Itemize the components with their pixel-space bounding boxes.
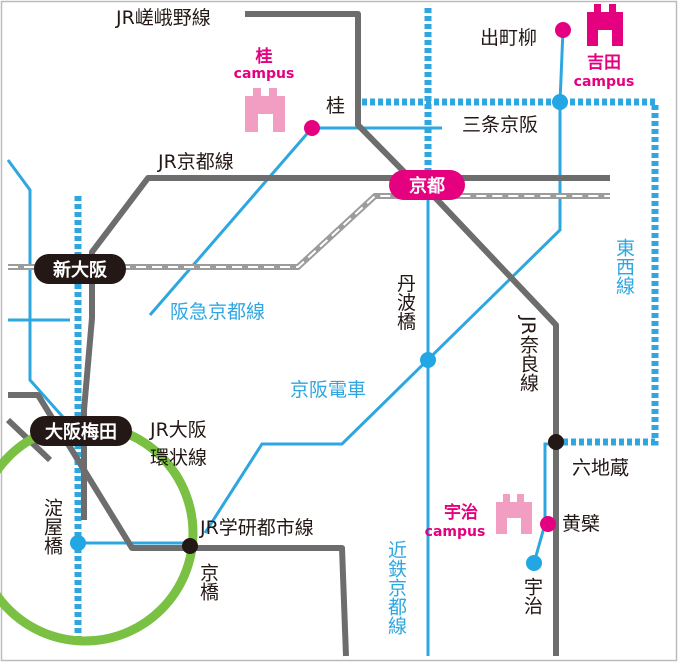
line-kintetsu-label: 近鉄京都線 <box>385 540 407 635</box>
line-jr-sagano-label: JR嵯峨野線 <box>115 7 211 29</box>
station-osaka-umeda-label: 大阪梅田 <box>45 421 117 443</box>
campus-uji-name: 宇治 <box>444 502 478 523</box>
line-tozai-label: 東西線 <box>613 238 635 295</box>
line-hankyu-kyoto-label: 阪急京都線 <box>170 301 265 323</box>
station-kyobashi-dot[interactable] <box>182 538 198 554</box>
station-tanbabashi-label: 丹波橋 <box>394 274 416 332</box>
private-lines <box>6 29 565 656</box>
west-line-1 <box>6 159 72 426</box>
station-dots <box>70 22 571 571</box>
station-demachiyanagi-label: 出町柳 <box>480 27 537 49</box>
campus-yoshida[interactable]: 吉田 campus <box>574 4 635 90</box>
campus-uji-label: campus <box>425 524 486 540</box>
station-shin-osaka-label: 新大阪 <box>53 259 108 281</box>
tozai-line <box>362 98 659 446</box>
station-yodoyabashi-dot[interactable] <box>70 535 86 551</box>
station-katsura-label: 桂 <box>326 95 345 117</box>
station-uji-label: 宇治 <box>521 577 543 615</box>
campus-katsura-building-icon <box>245 88 285 132</box>
line-jr-loop-label-2: 環状線 <box>150 447 207 469</box>
line-jr-loop-label-1: JR大阪 <box>149 419 207 441</box>
line-labels: JR嵯峨野線 JR京都線 阪急京都線 京阪電車 東西線 JR奈良線 JR大阪 環… <box>115 7 635 635</box>
campus-uji[interactable]: 宇治 campus <box>425 494 532 540</box>
station-obaku-dot[interactable] <box>540 516 556 532</box>
station-demachiyanagi-dot[interactable] <box>555 22 571 38</box>
station-kyobashi-label: 京橋 <box>197 563 219 602</box>
keihan-line <box>203 29 565 534</box>
station-rokujizo-label: 六地蔵 <box>572 457 629 479</box>
campus-yoshida-name: 吉田 <box>587 53 621 73</box>
jr-nara-line <box>425 187 559 656</box>
campus-katsura-name: 桂 <box>255 46 273 67</box>
station-katsura-dot[interactable] <box>304 120 320 136</box>
station-labels: 出町柳 桂 三条京阪 六地蔵 黄檗 丹波橋 淀屋橋 京橋 宇治 <box>41 27 629 615</box>
station-obaku-label: 黄檗 <box>562 513 600 535</box>
station-uji-dot[interactable] <box>526 555 542 571</box>
station-shin-osaka-pill[interactable]: 新大阪 <box>34 254 126 284</box>
campus-yoshida-building-icon <box>587 4 623 46</box>
station-yodoyabashi-label: 淀屋橋 <box>41 498 63 556</box>
campus-katsura-label: campus <box>234 66 295 82</box>
line-jr-nara-label: JR奈良線 <box>517 315 539 392</box>
hankyu-dashed <box>8 193 610 270</box>
station-tanbabashi-dot[interactable] <box>420 352 436 368</box>
line-jr-kyoto-label: JR京都線 <box>157 151 234 173</box>
station-sanjo-label: 三条京阪 <box>462 114 538 136</box>
jr-gakken-line <box>8 392 349 657</box>
station-osaka-umeda-pill[interactable]: 大阪梅田 <box>30 416 132 446</box>
campus-yoshida-label: campus <box>574 74 635 90</box>
station-rokujizo-dot[interactable] <box>548 434 564 450</box>
jr-sagano-line <box>245 11 418 186</box>
station-kyoto-pill[interactable]: 京都 <box>389 170 465 200</box>
station-sanjo-dot[interactable] <box>552 94 568 110</box>
campus-katsura[interactable]: 桂 campus <box>234 46 295 132</box>
campus-uji-building-icon <box>496 494 532 534</box>
line-keihan-label: 京阪電車 <box>290 379 366 401</box>
line-jr-gakken-label: JR学研都市線 <box>199 517 314 539</box>
station-kyoto-label: 京都 <box>409 175 445 197</box>
